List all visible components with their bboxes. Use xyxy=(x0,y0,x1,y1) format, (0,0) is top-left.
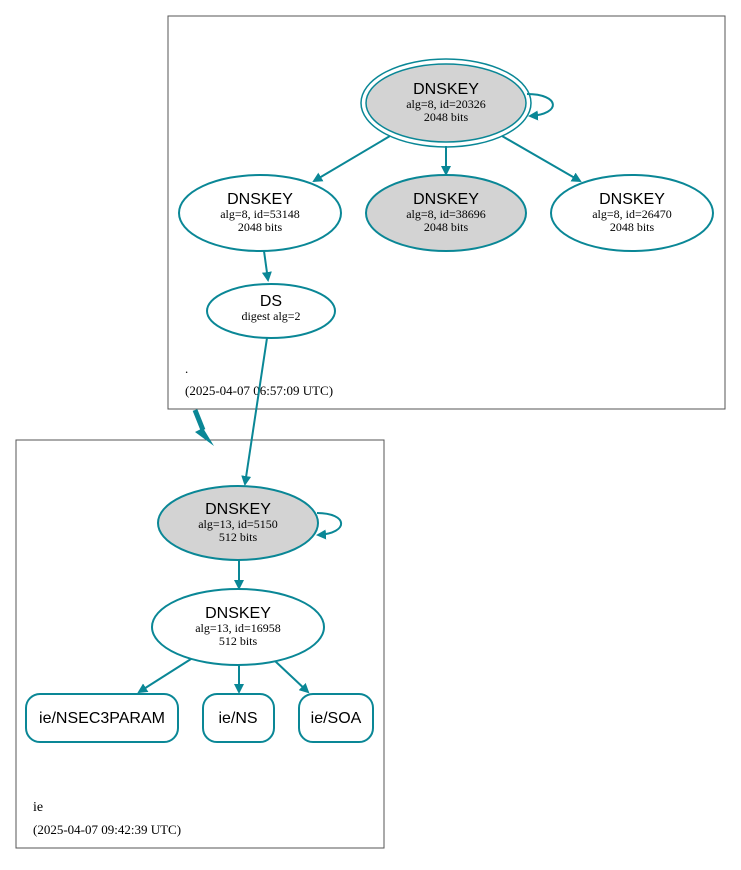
ie-zone-cluster: ie (2025-04-07 09:42:39 UTC) xyxy=(15,439,385,849)
ie-zone-border xyxy=(15,439,385,849)
rrset-nsec3param-label: ie/NSEC3PARAM xyxy=(39,710,165,727)
edge-zsk1-to-ds xyxy=(261,250,272,282)
ie-ksk-details: alg=13, id=5150 xyxy=(198,517,278,531)
root-zone-name: . xyxy=(185,361,188,376)
ds-details: digest alg=2 xyxy=(241,309,300,323)
edge-ds-to-ie-ksk xyxy=(241,337,268,486)
rrset-ns-label: ie/NS xyxy=(218,710,257,727)
ie-zone-timestamp: (2025-04-07 09:42:39 UTC) xyxy=(33,822,181,837)
ds-title: DS xyxy=(260,293,282,310)
root-ksk-bits: 2048 bits xyxy=(424,110,469,124)
ie-ksk-node[interactable]: DNSKEY alg=13, id=5150 512 bits xyxy=(157,485,319,561)
rrset-soa-label: ie/SOA xyxy=(311,710,362,727)
root-zsk3-node[interactable]: DNSKEY alg=8, id=26470 2048 bits xyxy=(550,174,714,252)
edge-ksk-to-zsk3 xyxy=(501,135,582,182)
root-ksk-self-edge xyxy=(526,93,554,121)
root-zsk2-title: DNSKEY xyxy=(413,191,479,208)
edge-zsk-to-soa xyxy=(274,660,310,694)
root-ksk-node[interactable]: DNSKEY alg=8, id=20326 2048 bits xyxy=(360,58,532,148)
root-zsk2-bits: 2048 bits xyxy=(424,220,469,234)
rrset-ns-node[interactable]: ie/NS xyxy=(202,693,275,743)
root-zsk2-details: alg=8, id=38696 xyxy=(406,207,486,221)
ie-ksk-self-edge xyxy=(316,512,343,540)
ie-zsk-bits: 512 bits xyxy=(219,634,258,648)
root-zsk3-details: alg=8, id=26470 xyxy=(592,207,672,221)
root-ksk-details: alg=8, id=20326 xyxy=(406,97,486,111)
root-ksk-title: DNSKEY xyxy=(413,81,479,98)
ds-node[interactable]: DS digest alg=2 xyxy=(206,283,336,339)
root-zsk2-node[interactable]: DNSKEY alg=8, id=38696 2048 bits xyxy=(365,174,527,252)
root-zsk3-title: DNSKEY xyxy=(599,191,665,208)
ie-zsk-details: alg=13, id=16958 xyxy=(195,621,281,635)
root-zsk1-title: DNSKEY xyxy=(227,191,293,208)
root-zsk3-bits: 2048 bits xyxy=(610,220,655,234)
rrset-nsec3param-node[interactable]: ie/NSEC3PARAM xyxy=(25,693,179,743)
root-zsk1-bits: 2048 bits xyxy=(238,220,283,234)
root-zsk1-details: alg=8, id=53148 xyxy=(220,207,300,221)
root-zsk1-node[interactable]: DNSKEY alg=8, id=53148 2048 bits xyxy=(178,174,342,252)
edges xyxy=(137,93,582,694)
ie-zsk-node[interactable]: DNSKEY alg=13, id=16958 512 bits xyxy=(151,588,325,666)
ie-zone-name: ie xyxy=(33,800,43,815)
delegation-edge xyxy=(192,409,206,431)
root-zone-border xyxy=(167,15,726,410)
ie-ksk-title: DNSKEY xyxy=(205,501,271,518)
ie-zsk-title: DNSKEY xyxy=(205,605,271,622)
edge-ksk-to-zsk1 xyxy=(312,135,391,183)
rrset-soa-node[interactable]: ie/SOA xyxy=(298,693,374,743)
delegation-arrowhead xyxy=(195,428,214,446)
edge-zsk-to-nsec3param xyxy=(137,658,192,694)
ie-ksk-bits: 512 bits xyxy=(219,530,258,544)
